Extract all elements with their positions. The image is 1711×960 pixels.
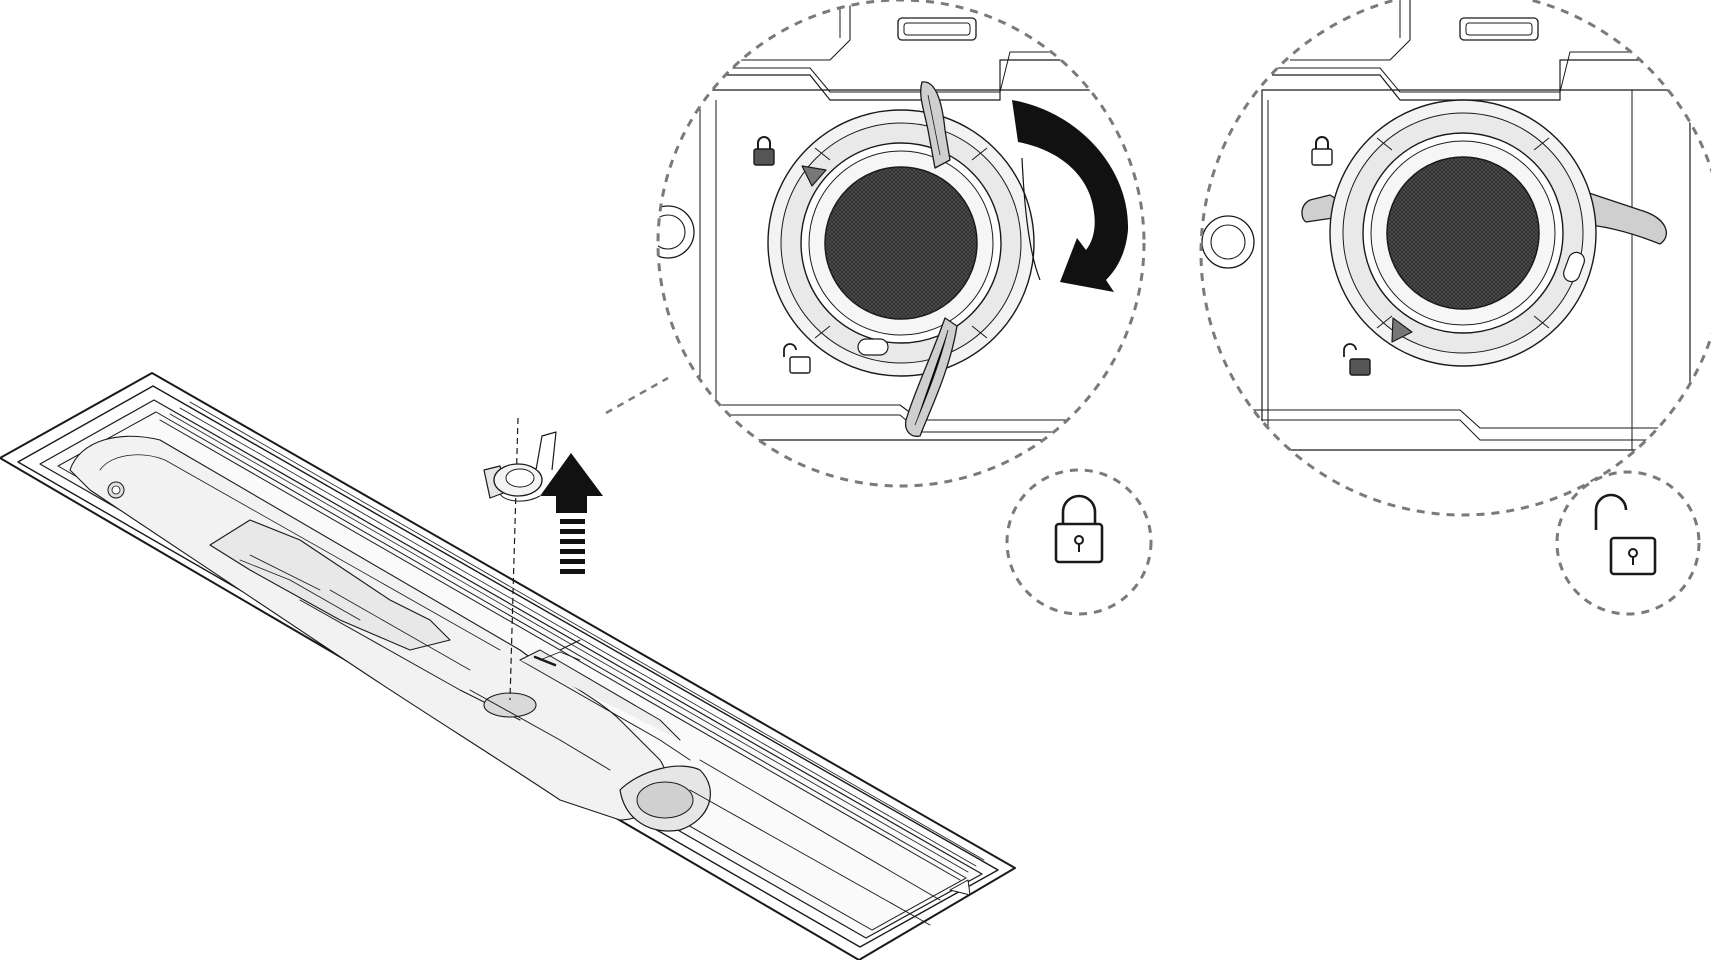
pointer-triangle-unlocked	[1391, 317, 1413, 343]
lock-closed-small-icon-right	[1311, 136, 1333, 166]
filter-mesh	[824, 166, 978, 320]
filter-ring-unlocked	[1301, 99, 1667, 367]
detail-unlocked	[1199, 0, 1711, 616]
lock-open-small-icon	[783, 343, 811, 374]
alignment-dashed-line	[509, 417, 519, 701]
detail-circle-border-unlocked	[1199, 0, 1711, 517]
callout-connector-line	[605, 376, 669, 415]
lock-closed-small-icon	[753, 136, 775, 166]
lock-open-badge	[1555, 470, 1701, 616]
rotate-clockwise-arrow-icon	[1012, 100, 1129, 292]
pointer-triangle	[801, 165, 827, 187]
lift-up-arrow-icon	[540, 453, 603, 574]
filter-ring-locked	[767, 81, 1035, 437]
lock-closed-icon	[1061, 494, 1097, 524]
filter-mesh-unlocked	[1386, 156, 1540, 310]
lock-open-small-icon-right	[1343, 343, 1371, 376]
lock-closed-badge	[1005, 468, 1153, 616]
filter-seat	[483, 692, 537, 718]
detail-locked	[656, 0, 1153, 616]
detail-circle-border-locked	[656, 0, 1146, 488]
lock-open-icon	[1594, 493, 1628, 530]
filter-part	[483, 431, 557, 502]
